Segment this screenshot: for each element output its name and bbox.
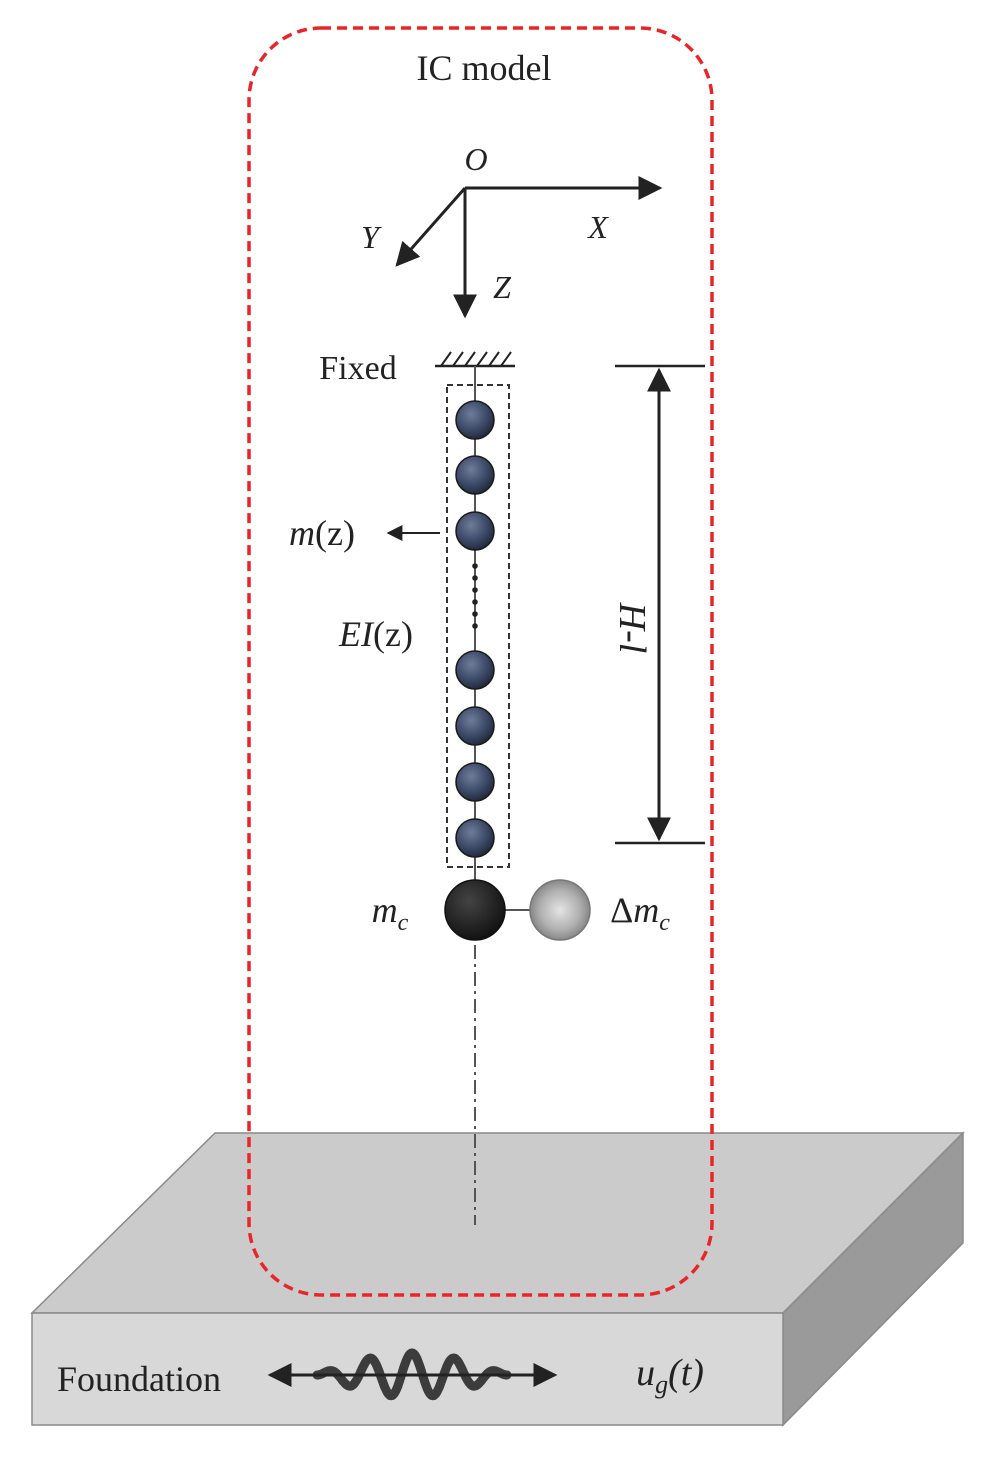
ic-model-boundary: [247, 26, 714, 1297]
stiffness-label: EI(z): [338, 614, 413, 654]
mass-bead: [455, 455, 495, 495]
x-axis-label: X: [586, 209, 609, 245]
length-dimension: H-l: [611, 364, 705, 845]
ic-model-title: IC model: [417, 48, 552, 88]
mass-bead: [455, 762, 495, 802]
y-axis-label: Y: [361, 219, 382, 255]
beam-element: [446, 366, 510, 890]
distributed-mass-label: m(z): [289, 513, 355, 553]
excitation-label: ug(t): [636, 1352, 704, 1399]
continuation-dots: [472, 563, 478, 629]
lumped-mass-assembly: mc Δmc: [372, 879, 670, 941]
ground-excitation: ug(t): [267, 1348, 704, 1401]
mass-bead: [455, 706, 495, 746]
mass-bead: [455, 511, 495, 551]
origin-label: O: [464, 141, 487, 177]
lumped-mass-label: mc: [372, 890, 409, 936]
foundation-label: Foundation: [57, 1359, 221, 1399]
distributed-mass-beads: [455, 400, 495, 858]
fixed-support: Fixed: [319, 350, 515, 387]
fixed-label: Fixed: [319, 350, 396, 387]
support-hatch: [440, 351, 512, 367]
z-axis-label: Z: [493, 269, 512, 305]
beam-element-boundary: [446, 384, 510, 868]
added-mass-label: Δmc: [610, 890, 670, 936]
mass-bead: [455, 818, 495, 858]
length-label: H-l: [611, 602, 653, 654]
mass-bead: [455, 400, 495, 440]
mass-bead: [455, 650, 495, 690]
lumped-mass: [444, 879, 506, 941]
coordinate-axes: O X Y Z: [361, 141, 663, 319]
added-mass: [529, 879, 591, 941]
y-axis-arrow: [395, 187, 467, 267]
